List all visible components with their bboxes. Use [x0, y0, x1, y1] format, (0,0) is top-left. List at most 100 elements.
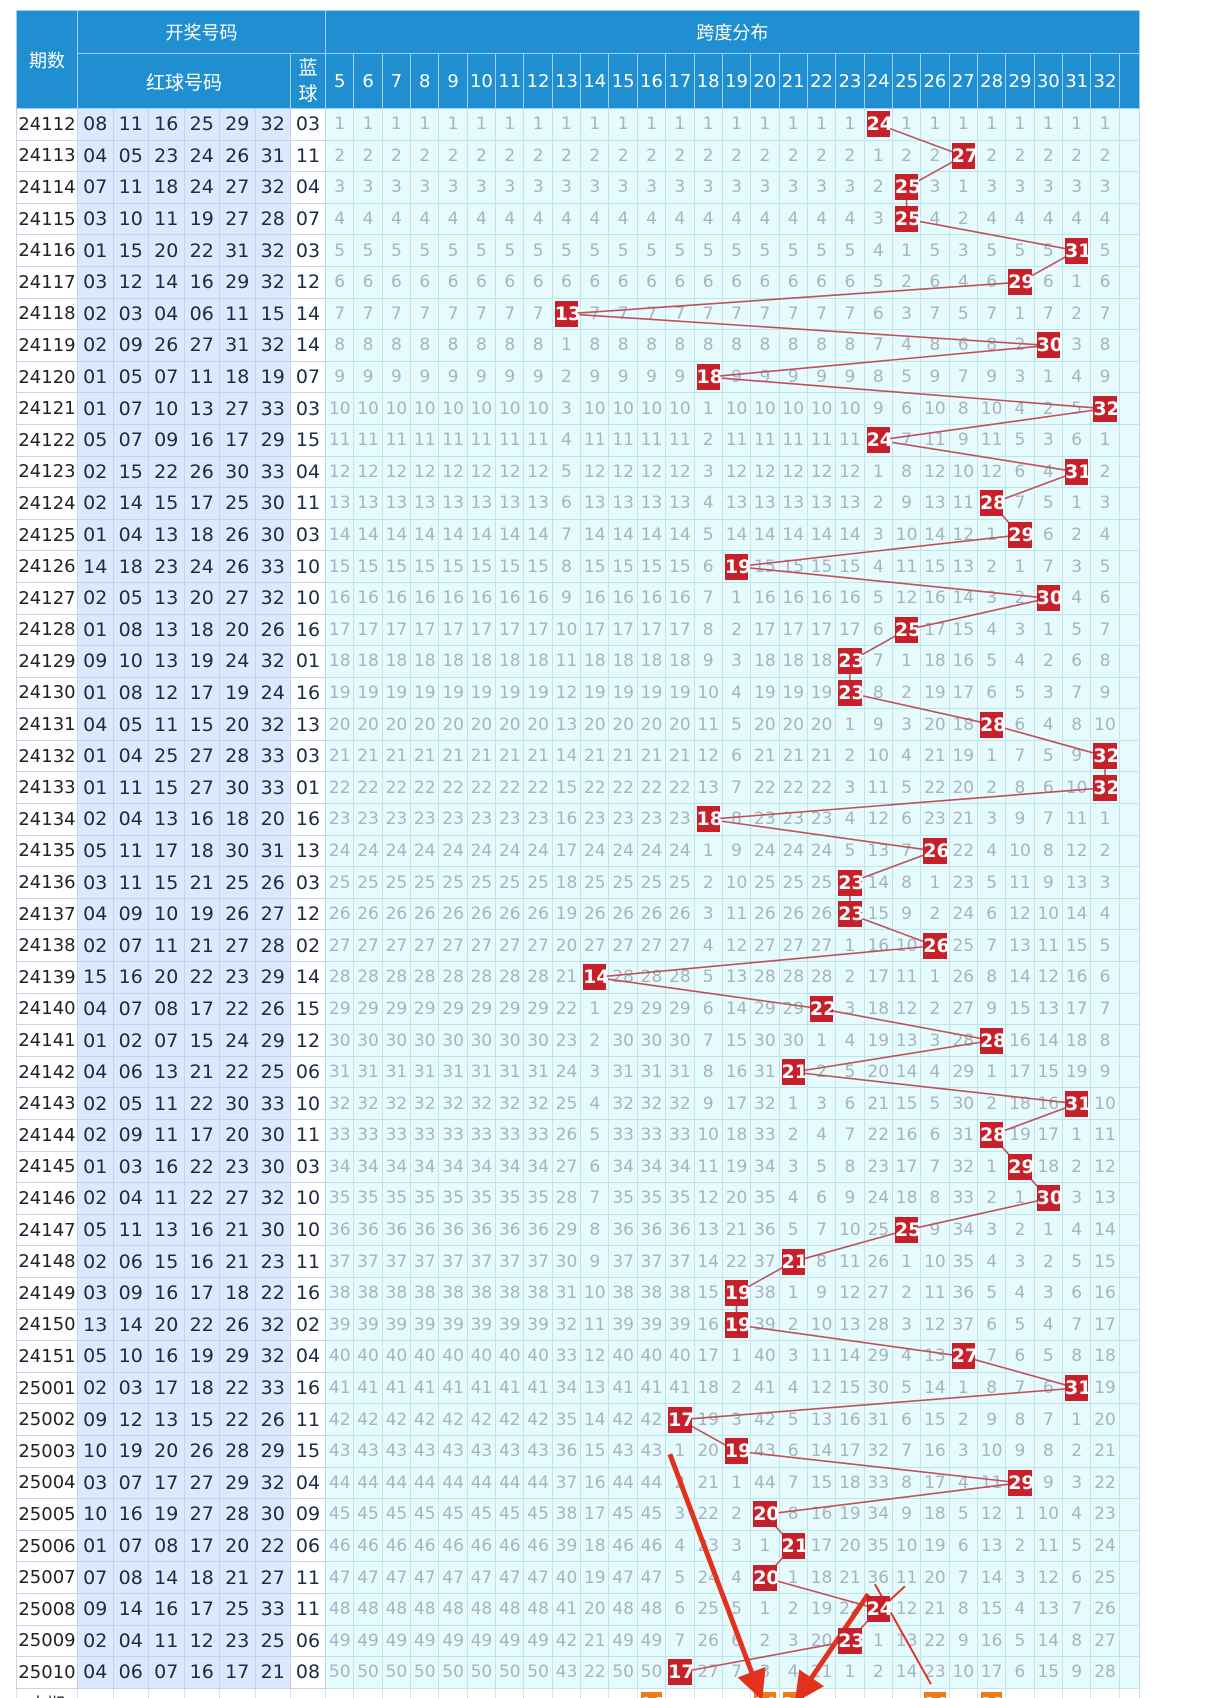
span-miss-cell: 18	[693, 1371, 723, 1405]
span-miss-cell: 2	[1005, 139, 1035, 173]
span-miss-cell: 2	[693, 423, 723, 457]
extra-cell	[1118, 581, 1140, 615]
span-miss-cell: 4	[863, 234, 893, 267]
span-hit-marker: 14	[583, 964, 609, 991]
red-ball-cell: 12	[183, 1624, 220, 1658]
span-miss-cell: 14	[523, 518, 553, 552]
pick-cell[interactable]: 21	[778, 1687, 808, 1698]
span-miss-cell: 6	[1033, 518, 1063, 552]
extra-cell	[1118, 108, 1140, 141]
issue-cell: 24144	[16, 1119, 78, 1152]
span-miss-cell: 8	[1033, 834, 1063, 868]
span-hit-cell: 31	[1061, 455, 1092, 489]
red-ball-cell: 15	[77, 961, 114, 994]
red-ball-cell: 20	[148, 234, 185, 267]
span-miss-cell: 7	[1090, 992, 1120, 1026]
span-miss-cell: 47	[636, 1561, 667, 1594]
span-col-header: 15	[608, 53, 638, 109]
red-ball-cell: 26	[254, 992, 291, 1026]
red-ball-cell: 04	[112, 803, 149, 836]
pick-cell[interactable]: 16	[636, 1687, 667, 1698]
span-miss-cell: 6	[495, 265, 525, 299]
span-miss-cell: 50	[438, 1656, 468, 1689]
span-miss-cell: 9	[353, 360, 383, 394]
extra-cell	[1118, 1498, 1140, 1531]
span-miss-cell: 42	[353, 1403, 383, 1436]
span-miss-cell: 17	[1005, 1055, 1035, 1089]
span-hit-marker: 24	[866, 111, 893, 138]
span-miss-cell: 6	[891, 392, 922, 425]
span-miss-cell: 43	[325, 1434, 355, 1468]
span-miss-cell: 25	[410, 866, 440, 899]
span-miss-cell: 15	[523, 550, 553, 583]
span-miss-cell: 37	[438, 1245, 468, 1278]
span-miss-cell: 7	[835, 297, 865, 331]
extra-cell	[1118, 455, 1140, 489]
red-ball-cell: 18	[219, 803, 256, 836]
red-ball-cell: 09	[148, 423, 185, 457]
span-miss-cell: 14	[835, 1340, 865, 1373]
span-miss-cell: 41	[636, 1371, 667, 1405]
red-ball-cell: 26	[219, 550, 256, 583]
span-miss-cell: 13	[325, 487, 355, 520]
span-miss-cell: 7	[976, 1340, 1007, 1373]
red-ball-cell: 13	[183, 392, 220, 425]
span-miss-cell: 12	[438, 455, 468, 489]
span-hit-marker: 30	[1036, 1185, 1063, 1212]
span-miss-cell: 39	[608, 1308, 638, 1342]
span-miss-cell: 6	[1005, 1340, 1035, 1373]
red-ball-cell: 05	[112, 581, 149, 615]
red-ball-cell: 02	[77, 1087, 114, 1120]
span-hit-marker: 28	[979, 711, 1006, 738]
red-ball-cell: 28	[219, 739, 256, 773]
pick-marker: 16	[640, 1691, 664, 1698]
span-miss-cell: 16	[1033, 1087, 1063, 1120]
red-ball-cell: 32	[254, 171, 291, 204]
pick-cell[interactable]: 26	[920, 1687, 950, 1698]
red-ball-cell: 26	[219, 518, 256, 552]
blue-ball-cell: 02	[289, 929, 327, 963]
blue-ball-cell: 13	[289, 708, 327, 741]
issue-cell: 25010	[16, 1656, 78, 1689]
blue-ball-cell: 16	[289, 613, 327, 647]
span-col-header: 29	[1005, 53, 1035, 109]
span-miss-cell: 16	[750, 581, 780, 615]
span-miss-cell: 5	[778, 1213, 808, 1247]
span-miss-cell: 5	[948, 297, 978, 331]
issue-cell: 24134	[16, 803, 78, 836]
red-ball-cell: 01	[77, 392, 114, 425]
red-ball-cell: 12	[112, 1403, 149, 1436]
span-miss-cell: 44	[636, 1466, 667, 1500]
span-miss-cell: 18	[551, 866, 582, 899]
red-ball-cell: 16	[148, 108, 185, 141]
span-miss-cell: 22	[665, 771, 695, 805]
span-miss-cell: 3	[976, 1213, 1007, 1247]
pick-cell[interactable]: 28	[976, 1687, 1007, 1698]
span-miss-cell: 38	[608, 1276, 638, 1310]
red-ball-cell: 32	[254, 265, 291, 299]
span-miss-cell: 4	[381, 202, 412, 236]
pick-cell[interactable]: 20	[750, 1687, 780, 1698]
span-miss-cell: 18	[410, 645, 440, 678]
span-col-header: 9	[438, 53, 468, 109]
span-miss-cell: 5	[608, 234, 638, 267]
span-miss-cell: 36	[438, 1213, 468, 1247]
span-hit-cell: 28	[976, 1119, 1007, 1152]
red-ball-cell: 28	[254, 929, 291, 963]
span-miss-cell: 2	[891, 265, 922, 299]
span-miss-cell: 13	[835, 1308, 865, 1342]
span-hit-marker: 19	[724, 1311, 751, 1338]
span-miss-cell: 4	[863, 550, 893, 583]
span-miss-cell: 1	[693, 108, 723, 141]
span-miss-cell: 9	[325, 360, 355, 394]
span-hit-marker: 28	[979, 1122, 1006, 1149]
span-miss-cell: 49	[353, 1624, 383, 1658]
red-ball-cell: 31	[254, 834, 291, 868]
span-miss-cell: 10	[693, 1119, 723, 1152]
extra-cell	[1118, 708, 1140, 741]
span-miss-cell: 3	[1061, 1466, 1092, 1500]
footer-cell	[219, 1687, 256, 1698]
span-miss-cell: 9	[920, 360, 950, 394]
